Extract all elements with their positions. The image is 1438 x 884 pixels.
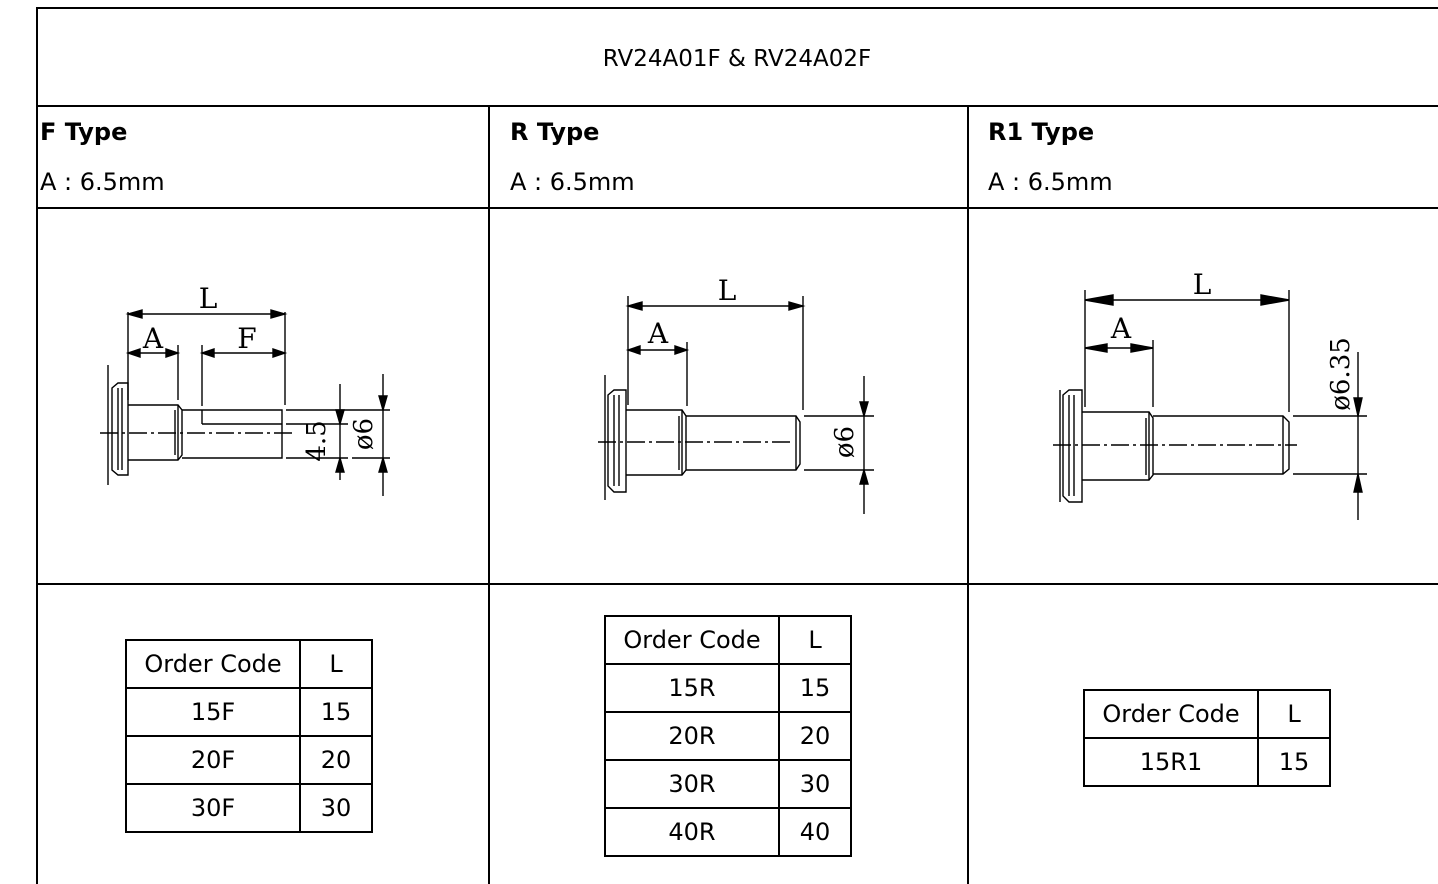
table-title: RV24A01F & RV24A02F: [602, 46, 872, 72]
table-header-row: Order Code L: [125, 639, 373, 689]
column-divider-1: [488, 105, 490, 884]
length-header: L: [299, 639, 373, 689]
f-dim-A: A: [142, 322, 164, 355]
length-cell: 40: [778, 807, 852, 857]
order-code-cell: 40R: [604, 807, 780, 857]
column-a-label-r1-type: A : 6.5mm: [988, 168, 1113, 196]
length-cell: 15: [299, 687, 373, 737]
order-code-cell: 20R: [604, 711, 780, 761]
table-row: 30F 30: [125, 783, 373, 833]
f-dim-4-5: 4.5: [302, 420, 332, 461]
length-cell: 30: [778, 759, 852, 809]
table-row: 15F 15: [125, 687, 373, 737]
column-divider-2: [967, 105, 969, 884]
length-cell: 30: [299, 783, 373, 833]
table-row: 20R 20: [604, 711, 852, 761]
r-dim-diameter: ø6: [830, 426, 860, 458]
order-code-cell: 15R1: [1083, 737, 1259, 787]
drawing-bottom-border: [36, 583, 1438, 585]
table-left-border: [36, 7, 38, 884]
length-cell: 15: [1257, 737, 1331, 787]
table-header-row: Order Code L: [1083, 689, 1331, 739]
length-header: L: [1257, 689, 1331, 739]
table-row: 30R 30: [604, 759, 852, 809]
table-row: 40R 40: [604, 807, 852, 857]
table-header-row: Order Code L: [604, 615, 852, 665]
order-code-cell: 30R: [604, 759, 780, 809]
column-header-r-type: R Type: [510, 118, 600, 146]
f-type-order-table: Order Code L 15F 15 20F 20 30F 30: [125, 639, 373, 833]
length-cell: 15: [778, 663, 852, 713]
column-a-label-r-type: A : 6.5mm: [510, 168, 635, 196]
r-type-drawing: L A ø6: [598, 274, 874, 514]
f-dim-F: F: [237, 322, 256, 355]
header-bottom-border: [36, 207, 1438, 209]
column-a-label-f-type: A : 6.5mm: [40, 168, 165, 196]
order-code-cell: 15F: [125, 687, 301, 737]
r-dim-A: A: [647, 317, 669, 350]
order-code-header: Order Code: [1083, 689, 1259, 739]
r-type-order-table: Order Code L 15R 15 20R 20 30R 30 40R 40: [604, 615, 852, 857]
order-code-header: Order Code: [125, 639, 301, 689]
f-dim-L: L: [199, 282, 218, 315]
length-header: L: [778, 615, 852, 665]
order-code-cell: 30F: [125, 783, 301, 833]
table-top-border: [36, 7, 1438, 9]
order-code-cell: 15R: [604, 663, 780, 713]
length-cell: 20: [778, 711, 852, 761]
r1-type-drawing: L A ø6.35: [1053, 268, 1367, 520]
r1-dim-diameter: ø6.35: [1326, 337, 1356, 411]
r1-dim-L: L: [1193, 268, 1212, 301]
r1-type-order-table: Order Code L 15R1 15: [1083, 689, 1331, 787]
r-dim-L: L: [718, 274, 737, 307]
r1-dim-A: A: [1110, 312, 1132, 345]
order-code-cell: 20F: [125, 735, 301, 785]
column-header-f-type: F Type: [40, 118, 128, 146]
f-dim-diameter: ø6: [349, 418, 379, 450]
table-row: 15R 15: [604, 663, 852, 713]
title-bottom-border: [36, 105, 1438, 107]
table-row: 20F 20: [125, 735, 373, 785]
table-row: 15R1 15: [1083, 737, 1331, 787]
length-cell: 20: [299, 735, 373, 785]
order-code-header: Order Code: [604, 615, 780, 665]
f-type-drawing: L A F 4.5 ø6: [100, 282, 390, 496]
column-header-r1-type: R1 Type: [988, 118, 1095, 146]
